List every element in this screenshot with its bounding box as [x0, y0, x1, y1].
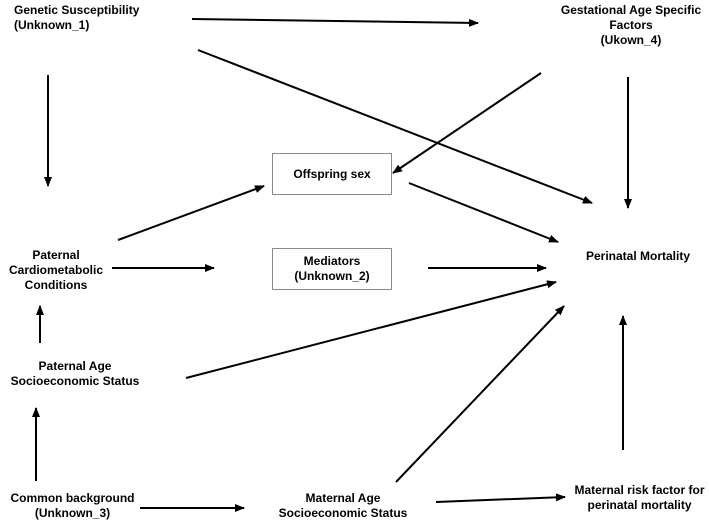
arrow-offspring-sex-to-perinatal [408, 182, 559, 243]
node-genetic-susceptibility: Genetic Susceptibility (Unknown_1) [14, 3, 140, 32]
node-mediators: Mediators (Unknown_2) [272, 248, 392, 290]
arrow-genetic-to-gestational [191, 18, 479, 27]
node-perinatal-mortality: Perinatal Mortality [585, 249, 691, 263]
node-paternal-age-ses: Paternal Age Socioeconomic Status [10, 359, 140, 388]
node-maternal-risk-factor: Maternal risk factor for perinatal morta… [574, 483, 705, 512]
node-gestational-age-factors: Gestational Age Specific Factors (Ukown_… [560, 3, 702, 47]
arrow-paternal-cardio-to-offspring-sex [117, 185, 265, 241]
node-common-background: Common background (Unknown_3) [10, 491, 135, 520]
node-maternal-age-ses: Maternal Age Socioeconomic Status [278, 491, 408, 520]
arrow-genetic-to-perinatal [197, 49, 593, 204]
node-paternal-cardiometabolic: Paternal Cardiometabolic Conditions [8, 248, 104, 292]
node-offspring-sex: Offspring sex [272, 153, 392, 195]
arrow-maternal-age-to-perinatal [395, 305, 565, 483]
arrow-gestational-to-offspring-sex [392, 72, 542, 174]
arrow-maternal-age-to-maternal-risk [435, 493, 566, 503]
arrow-paternal-age-to-perinatal [185, 280, 557, 379]
